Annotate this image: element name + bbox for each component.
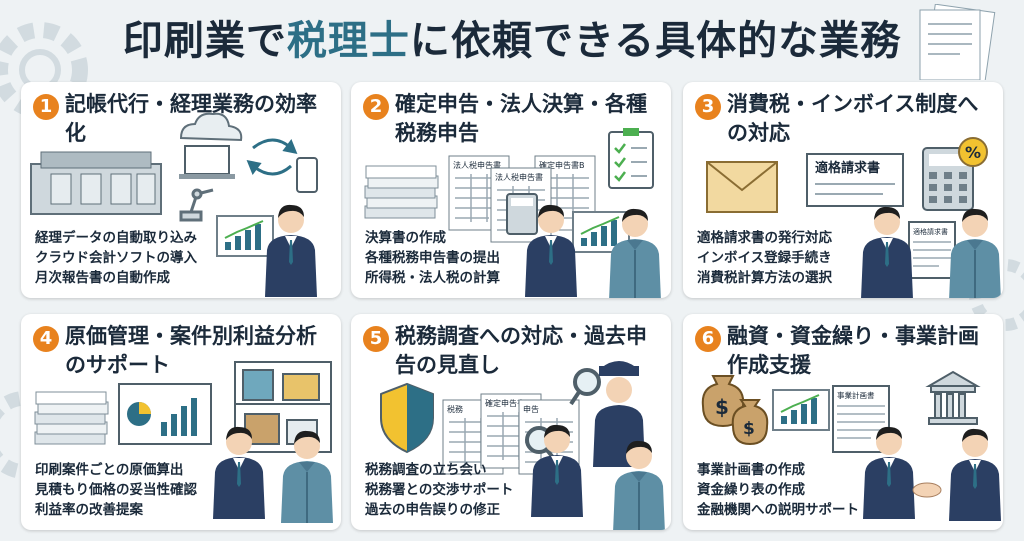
doc-label: 確定申告書B — [485, 398, 531, 408]
list-item: 月次報告書の自動作成 — [35, 270, 170, 286]
tax-form-icon: 法人税申告書 — [490, 167, 552, 243]
paper-stack-icon — [34, 391, 109, 445]
card-number-badge: 4 — [33, 326, 59, 352]
handshake-icon — [912, 482, 942, 498]
bank-icon — [925, 370, 981, 425]
service-card-3: 3 消費税・インボイス制度への対応 適格請求書 % 適格請求書 適格請求書の発行… — [683, 82, 1003, 298]
doc-label: 適格請求書 — [913, 227, 948, 236]
list-item: 印刷案件ごとの原価算出 — [35, 462, 184, 478]
percent-badge-icon: % — [958, 137, 988, 167]
list-item: 税務署との交渉サポート — [365, 482, 514, 498]
list-item: 見積もり価格の妥当性確認 — [35, 482, 197, 498]
badge-text: % — [965, 143, 981, 162]
money-bag-icon: $ — [731, 399, 769, 446]
service-card-5: 5 税務調査への対応・過去申告の見直し 税務 確定申告書B 申告 税務調査の立ち… — [351, 314, 671, 530]
shield-icon — [380, 382, 434, 454]
card-item-list: 経理データの自動取り込み クラウド会計ソフトの導入 月次報告書の自動作成 — [35, 228, 197, 288]
magnifier-icon — [569, 368, 601, 406]
card-illustration — [30, 112, 318, 297]
list-item: 消費税計算方法の選択 — [697, 270, 832, 286]
doc-label: 確定申告書B — [539, 160, 585, 170]
badge-text: $ — [715, 395, 729, 419]
list-item: 金融機関への説明サポート — [697, 502, 859, 518]
service-card-4: 4 原価管理・案件別利益分析のサポート 印刷案件ごとの原価算出 見積もり価格の妥… — [21, 314, 341, 530]
list-item: 資金繰り表の作成 — [697, 482, 805, 498]
checklist-clipboard-icon — [608, 128, 654, 189]
list-item: 過去の申告誤りの修正 — [365, 502, 500, 518]
doc-label: 事業計画書 — [837, 390, 875, 400]
phone-icon — [296, 157, 318, 193]
service-card-1: 1 記帳代行・経理業務の効率化 経理データの自動取り込み クラウド会計ソフトの導… — [21, 82, 341, 298]
chart-board-icon — [772, 389, 830, 431]
list-item: 事業計画書の作成 — [697, 462, 805, 478]
doc-label: 法人税申告書 — [495, 172, 543, 182]
page-title: 印刷業で税理士に依頼できる具体的な業務 — [122, 18, 902, 64]
printing-press-icon — [30, 151, 162, 215]
card-title: 融資・資金繰り・事業計画作成支援 — [727, 324, 979, 377]
card-number-badge: 6 — [695, 326, 721, 352]
card-item-list: 適格請求書の発行対応 インボイス登録手続き 消費税計算方法の選択 — [697, 228, 832, 288]
list-item: 経理データの自動取り込み — [35, 230, 197, 246]
card-number-badge: 3 — [695, 94, 721, 120]
tax-form-icon: 税務 — [442, 399, 504, 475]
card-illustration: 法人税申告書 確定申告書B 法人税申告書 — [364, 128, 662, 298]
calculator-icon — [922, 147, 974, 211]
card-item-list: 決算書の作成 各種税務申告書の提出 所得税・法人税の計算 — [365, 228, 500, 288]
invoice-document-icon: 適格請求書 — [806, 153, 904, 207]
invoice-sheet-icon: 適格請求書 — [908, 221, 956, 279]
tax-form-icon: 法人税申告書 — [448, 155, 510, 231]
laptop-icon — [179, 145, 235, 179]
list-item: インボイス登録手続き — [697, 250, 832, 266]
paper-stack-icon — [364, 165, 439, 219]
card-title: 記帳代行・経理業務の効率化 — [65, 92, 317, 145]
tax-form-icon: 申告 — [518, 399, 580, 475]
calculator-icon — [506, 193, 538, 235]
list-item: 適格請求書の発行対応 — [697, 230, 832, 246]
tax-form-icon: 確定申告書B — [480, 393, 542, 469]
card-number-badge: 1 — [33, 94, 59, 120]
service-card-6: 6 融資・資金繰り・事業計画作成支援 $ $ 事業計画書 事業計画書の作成 資金… — [683, 314, 1003, 530]
doc-label: 税務 — [447, 404, 463, 414]
list-item: クラウド会計ソフトの導入 — [35, 250, 197, 266]
card-illustration: 税務 確定申告書B 申告 — [380, 361, 666, 530]
card-number-badge: 5 — [363, 326, 389, 352]
monitor-dashboard-icon — [118, 383, 212, 445]
list-item: 利益率の改善提案 — [35, 502, 143, 518]
list-item: 各種税務申告書の提出 — [365, 250, 500, 266]
doc-label: 申告 — [523, 404, 539, 414]
card-illustration: $ $ 事業計画書 — [701, 370, 1001, 521]
card-illustration: 適格請求書 % 適格請求書 — [706, 137, 1002, 298]
badge-text: $ — [743, 419, 755, 439]
list-item: 税務調査の立ち会い — [365, 462, 487, 478]
doc-label: 適格請求書 — [815, 160, 880, 176]
card-title: 確定申告・法人決算・各種税務申告 — [395, 92, 647, 145]
sync-arrows-icon — [246, 138, 298, 176]
card-title: 消費税・インボイス制度への対応 — [727, 92, 979, 145]
card-item-list: 事業計画書の作成 資金繰り表の作成 金融機関への説明サポート — [697, 460, 859, 520]
card-title: 原価管理・案件別利益分析のサポート — [65, 324, 317, 377]
list-item: 所得税・法人税の計算 — [365, 270, 500, 286]
tax-form-icon: 確定申告書B — [534, 155, 596, 231]
chart-board-icon — [216, 215, 274, 257]
card-number-badge: 2 — [363, 94, 389, 120]
document-stack-icon — [919, 4, 996, 80]
card-item-list: 税務調査の立ち会い 税務署との交渉サポート 過去の申告誤りの修正 — [365, 460, 513, 520]
robot-arm-icon — [179, 188, 214, 222]
doc-label: 法人税申告書 — [453, 160, 501, 170]
card-title: 税務調査への対応・過去申告の見直し — [395, 324, 647, 377]
cloud-icon — [179, 112, 243, 142]
list-item: 決算書の作成 — [365, 230, 446, 246]
card-item-list: 印刷案件ごとの原価算出 見積もり価格の妥当性確認 利益率の改善提案 — [35, 460, 197, 520]
envelope-icon — [706, 161, 778, 213]
card-illustration — [34, 361, 334, 524]
service-card-2: 2 確定申告・法人決算・各種税務申告 法人税申告書 確定申告書B 法人税申告書 … — [351, 82, 671, 298]
